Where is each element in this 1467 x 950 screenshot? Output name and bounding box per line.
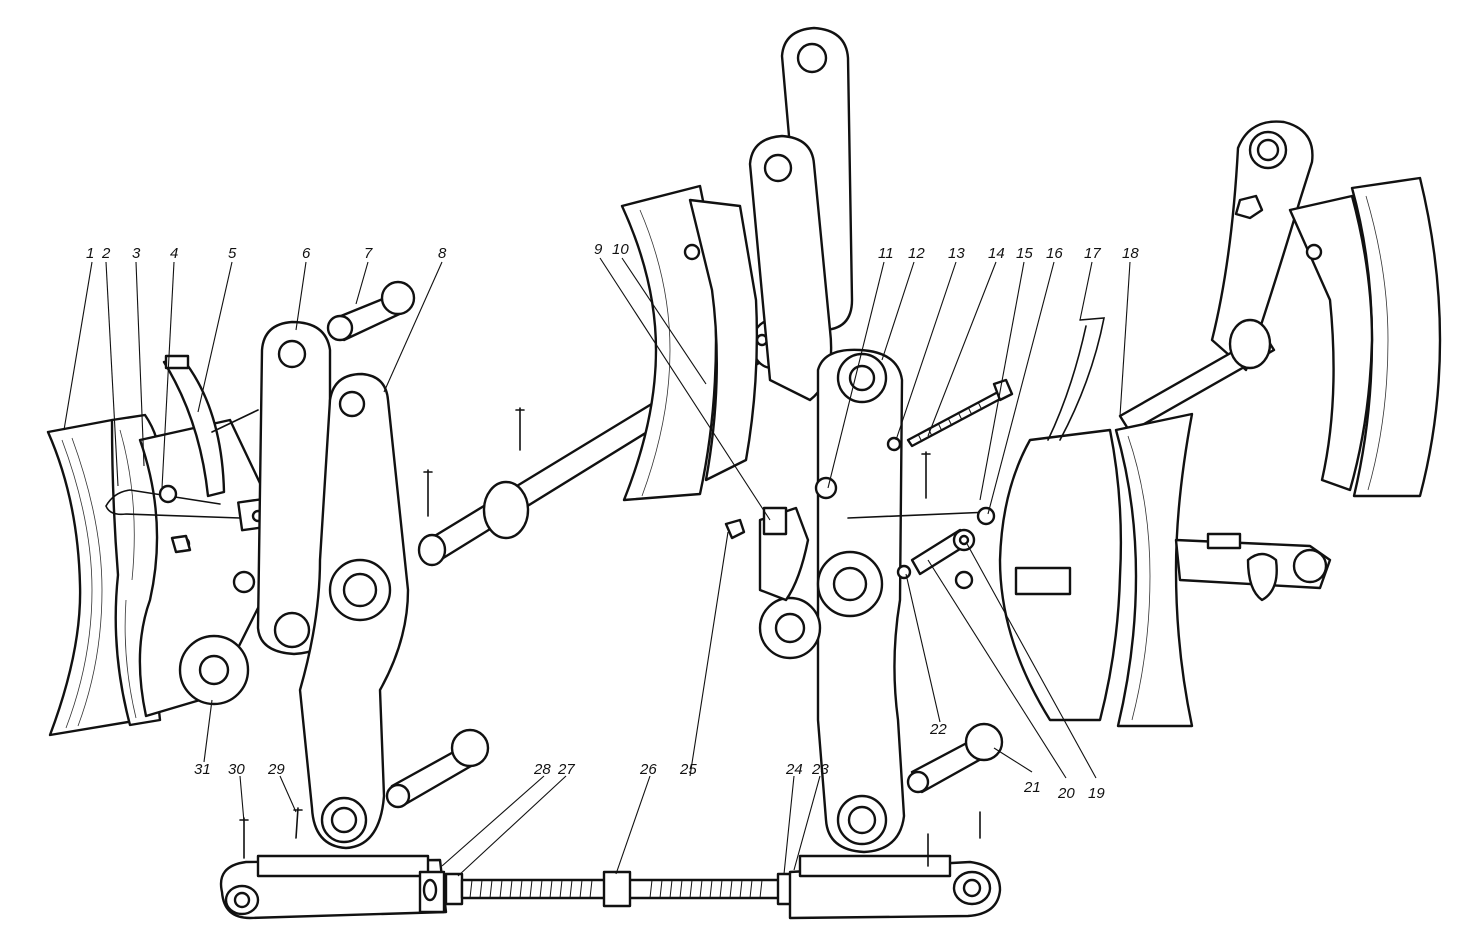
- label-1: 1: [86, 245, 94, 262]
- cotter-pin-30: [239, 817, 249, 859]
- label-12: 12: [908, 245, 925, 262]
- label-17: 17: [1084, 245, 1101, 262]
- spring-17: [1047, 317, 1105, 441]
- label-14: 14: [988, 245, 1005, 262]
- spring-rod-3: [105, 489, 241, 519]
- callout-labels: 1 2 3 4 5 6 7 8 9 10 11 12 13 14 15 16 1…: [86, 241, 1139, 802]
- right-holder-plate: [1288, 194, 1374, 492]
- label-30: 30: [228, 761, 245, 778]
- middle-levers: [758, 348, 1014, 854]
- label-31: 31: [194, 761, 211, 778]
- label-21: 21: [1023, 779, 1041, 796]
- label-5: 5: [228, 245, 237, 262]
- label-8: 8: [438, 245, 447, 262]
- right-brake-shoe-assembly: [998, 120, 1442, 728]
- cotter-pin-lower: [423, 469, 433, 517]
- label-23: 23: [811, 761, 829, 778]
- nut-27: [444, 872, 464, 906]
- label-27: 27: [557, 761, 575, 778]
- bushing-11: [814, 476, 838, 500]
- right-upper-lever: [1210, 120, 1314, 372]
- label-18: 18: [1122, 245, 1139, 262]
- label-25: 25: [679, 761, 697, 778]
- hanger-lever-5: [162, 356, 226, 498]
- cotter-pin-upper: [515, 407, 525, 451]
- label-15: 15: [1016, 245, 1033, 262]
- central-holder-plate: [688, 198, 759, 482]
- turnbuckle-nut: [602, 870, 632, 908]
- label-26: 26: [639, 761, 657, 778]
- washer-13: [886, 436, 902, 452]
- label-6: 6: [302, 245, 311, 262]
- label-10: 10: [612, 241, 629, 258]
- wing-nut-left: [170, 534, 192, 554]
- label-13: 13: [948, 245, 965, 262]
- label-29: 29: [267, 761, 285, 778]
- label-24: 24: [785, 761, 803, 778]
- bolt-14: [906, 390, 1004, 448]
- label-19: 19: [1088, 785, 1105, 802]
- left-brake-shoe-assembly: [46, 354, 277, 737]
- turnbuckle-assembly: [170, 518, 1002, 920]
- label-28: 28: [533, 761, 551, 778]
- label-2: 2: [101, 245, 111, 262]
- rod-16: [847, 511, 991, 519]
- pin-22: [896, 564, 912, 580]
- label-3: 3: [132, 245, 141, 262]
- wing-nut-25: [724, 518, 746, 540]
- cotter-pin-29: [293, 807, 303, 839]
- shaft-collar-left: [482, 480, 530, 540]
- leader-lines: [63, 257, 1131, 877]
- brake-shoe-right-front: [1114, 412, 1194, 728]
- central-shoe-assembly: [620, 26, 854, 502]
- label-7: 7: [364, 245, 373, 262]
- label-9: 9: [594, 241, 603, 258]
- label-20: 20: [1057, 785, 1075, 802]
- label-11: 11: [878, 245, 894, 262]
- label-4: 4: [170, 245, 178, 262]
- left-levers: [256, 280, 490, 850]
- label-22: 22: [929, 721, 947, 738]
- label-16: 16: [1046, 245, 1063, 262]
